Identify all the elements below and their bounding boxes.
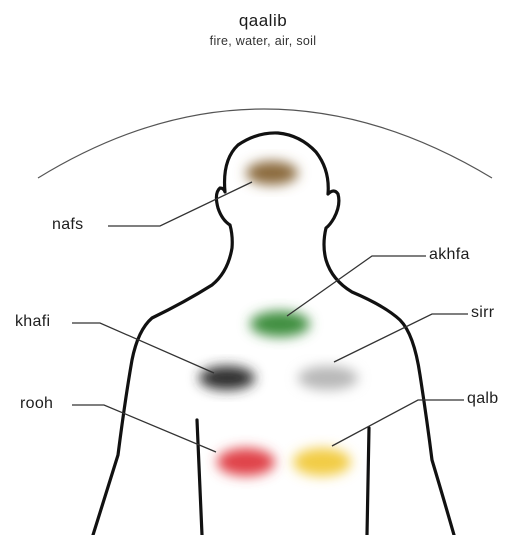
- label-rooh: rooh: [20, 395, 53, 413]
- label-khafi: khafi: [15, 313, 50, 331]
- label-akhfa: akhfa: [429, 246, 470, 264]
- diagram-title: qaalib: [0, 11, 526, 31]
- sirr-center: [298, 366, 358, 390]
- nafs-leader: [108, 182, 252, 226]
- qalb-center: [293, 448, 351, 476]
- akhfa-leader: [287, 256, 426, 316]
- label-qalb: qalb: [467, 390, 498, 408]
- label-sirr: sirr: [471, 304, 494, 322]
- qalb-leader: [332, 400, 464, 446]
- nafs-center: [246, 161, 298, 185]
- rooh-leader: [72, 405, 216, 452]
- akhfa-center: [250, 311, 310, 337]
- diagram-subtitle: fire, water, air, soil: [0, 34, 526, 48]
- rooh-center: [217, 448, 275, 476]
- label-nafs: nafs: [52, 216, 83, 234]
